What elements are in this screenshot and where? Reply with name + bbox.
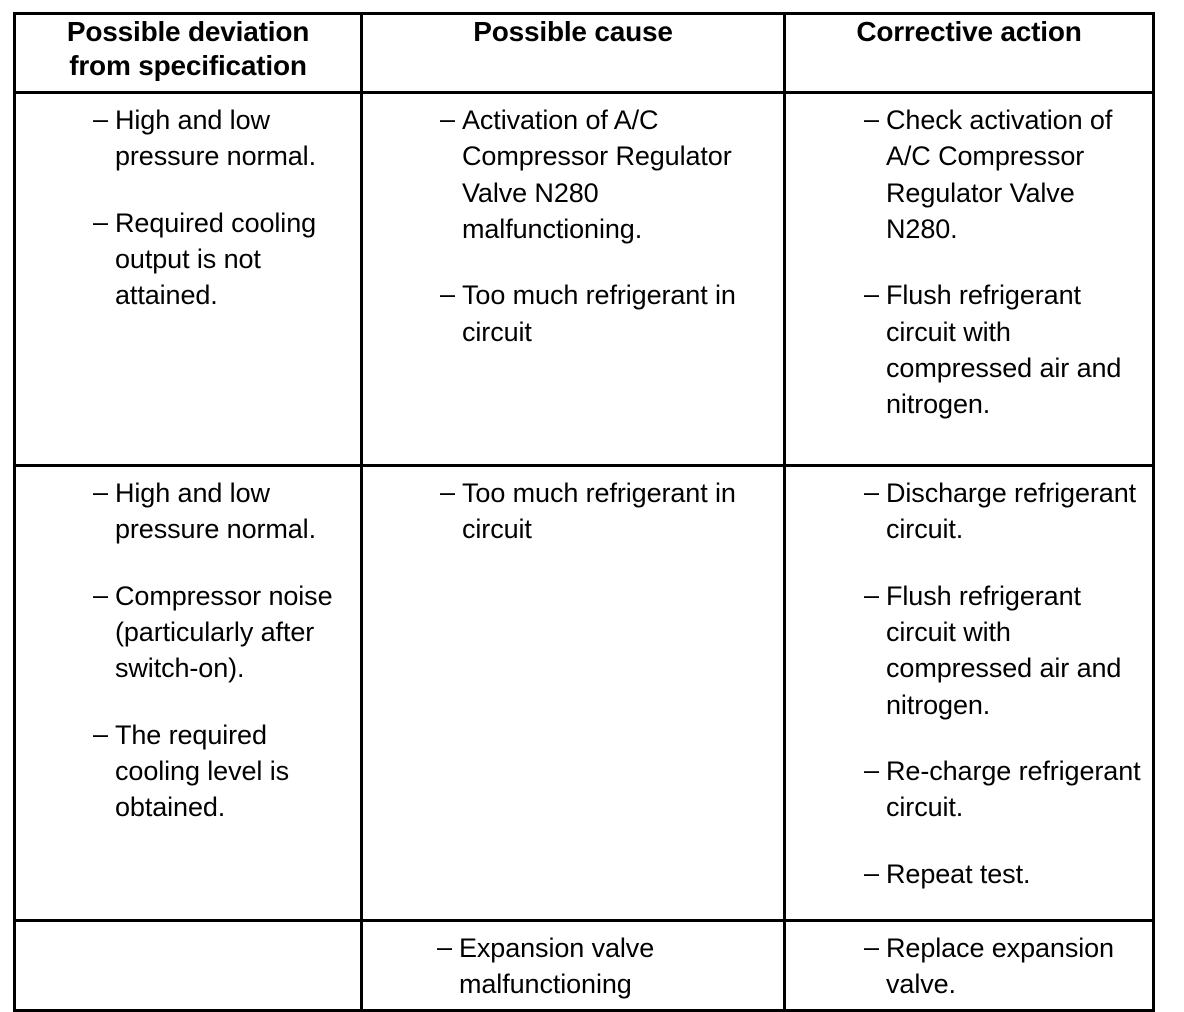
cell-content: – High and low pressure normal. – Compre… [16,467,360,838]
bullet-list: – Discharge refrigerant circuit. – Flush… [864,475,1146,892]
bullet-list: – Too much refrigerant in circuit [440,475,777,548]
column-header-action-label: Corrective action [856,16,1082,47]
list-item-text: Expansion valve malfunctioning [459,933,655,1000]
list-item-text: Too much refrigerant in circuit [462,280,736,347]
cell-content: – High and low pressure normal. – Requir… [16,94,360,326]
dash-bullet-icon: – [864,932,879,962]
list-item-text: Repeat test. [886,858,1031,889]
list-item: – Re-charge refrigerant circuit. [864,753,1146,826]
cell-content: – Activation of A/C Compressor Regulator… [363,94,783,362]
list-item: – The required cooling level is obtained… [93,717,354,826]
bullet-list: – Expansion valve malfunctioning [437,930,777,1003]
list-item: – Replace expansion valve. [864,930,1146,1003]
dash-bullet-icon: – [93,579,108,610]
dash-bullet-icon: – [864,579,879,610]
bullet-list: – High and low pressure normal. – Requir… [93,102,354,314]
column-header-deviation: Possible deviation from specification [13,12,363,94]
list-item-text: The required cooling level is obtained. [115,719,289,823]
dash-bullet-icon: – [864,477,879,507]
table-row: – Expansion valve malfunctioning – Repla… [13,919,1155,1012]
cell-action-row1: – Check activation of A/C Compressor Reg… [783,91,1155,467]
dash-bullet-icon: – [864,754,879,785]
list-item-text: Check activation of A/C Compressor Regul… [886,105,1113,244]
list-item-text: Flush refrigerant circuit with compresse… [886,280,1122,420]
list-item: – Check activation of A/C Compressor Reg… [864,102,1146,247]
list-item-text: Activation of A/C Compressor Regulator V… [462,105,732,244]
dash-bullet-icon: – [437,932,452,962]
list-item-text: High and low pressure normal. [115,478,316,545]
cell-content: – Discharge refrigerant circuit. – Flush… [786,467,1152,904]
dash-bullet-icon: – [440,477,455,507]
list-item: – Activation of A/C Compressor Regulator… [440,102,777,247]
dash-bullet-icon: – [864,279,879,310]
cell-deviation-row2: – High and low pressure normal. – Compre… [13,464,363,922]
list-item: – Repeat test. [864,856,1146,892]
bullet-list: – High and low pressure normal. – Compre… [93,475,354,826]
cell-content-empty [16,922,360,946]
dash-bullet-icon: – [93,718,108,749]
table-body: – High and low pressure normal. – Requir… [13,91,1155,1012]
list-item: – Flush refrigerant circuit with compres… [864,578,1146,723]
list-item: – High and low pressure normal. [93,475,354,548]
list-item-text: High and low pressure normal. [115,105,316,172]
cell-content: – Replace expansion valve. [786,922,1152,1009]
dash-bullet-icon: – [864,857,879,888]
column-header-action: Corrective action [783,12,1155,94]
cell-cause-row3: – Expansion valve malfunctioning [360,919,786,1012]
list-item: – High and low pressure normal. [93,102,354,175]
cell-deviation-row1: – High and low pressure normal. – Requir… [13,91,363,467]
cell-cause-row2: – Too much refrigerant in circuit [360,464,786,922]
list-item-text: Too much refrigerant in circuit [462,478,736,545]
bullet-list: – Check activation of A/C Compressor Reg… [864,102,1146,423]
header-row: Possible deviation from specification Po… [13,12,1155,94]
cell-cause-row1: – Activation of A/C Compressor Regulator… [360,91,786,467]
list-item-text: Flush refrigerant circuit with compresse… [886,580,1122,720]
column-header-deviation-label: Possible deviation from specification [66,16,310,82]
bullet-list: – Replace expansion valve. [864,930,1146,1003]
list-item-text: Required cooling output is not attained. [115,207,317,311]
dash-bullet-icon: – [93,206,108,237]
cell-content: – Expansion valve malfunctioning [363,922,783,1009]
list-item-text: Re-charge refrigerant circuit. [886,755,1141,823]
cell-content: – Check activation of A/C Compressor Reg… [786,94,1152,435]
dash-bullet-icon: – [864,104,879,134]
dash-bullet-icon: – [93,104,108,134]
list-item-text: Replace expansion valve. [886,933,1114,1000]
bullet-list: – Activation of A/C Compressor Regulator… [440,102,777,350]
cell-content: – Too much refrigerant in circuit [363,467,783,560]
list-item: – Too much refrigerant in circuit [440,475,777,548]
list-item: – Expansion valve malfunctioning [437,930,777,1003]
column-header-cause-label: Possible cause [473,16,673,47]
list-item-text: Compressor noise (particularly after swi… [115,580,333,684]
column-header-cause: Possible cause [360,12,786,94]
list-item: – Required cooling output is not attaine… [93,205,354,314]
list-item: – Compressor noise (particularly after s… [93,578,354,687]
dash-bullet-icon: – [93,477,108,507]
dash-bullet-icon: – [440,279,455,310]
dash-bullet-icon: – [440,104,455,134]
list-item-text: Discharge refrigerant circuit. [886,478,1137,545]
list-item: – Flush refrigerant circuit with compres… [864,277,1146,422]
troubleshooting-table: Possible deviation from specification Po… [13,12,1155,1012]
cell-action-row2: – Discharge refrigerant circuit. – Flush… [783,464,1155,922]
cell-action-row3: – Replace expansion valve. [783,919,1155,1012]
list-item: – Discharge refrigerant circuit. [864,475,1146,548]
table-header: Possible deviation from specification Po… [13,12,1155,94]
table-row: – High and low pressure normal. – Compre… [13,464,1155,922]
cell-deviation-row3 [13,919,363,1012]
table-row: – High and low pressure normal. – Requir… [13,91,1155,467]
list-item: – Too much refrigerant in circuit [440,277,777,350]
